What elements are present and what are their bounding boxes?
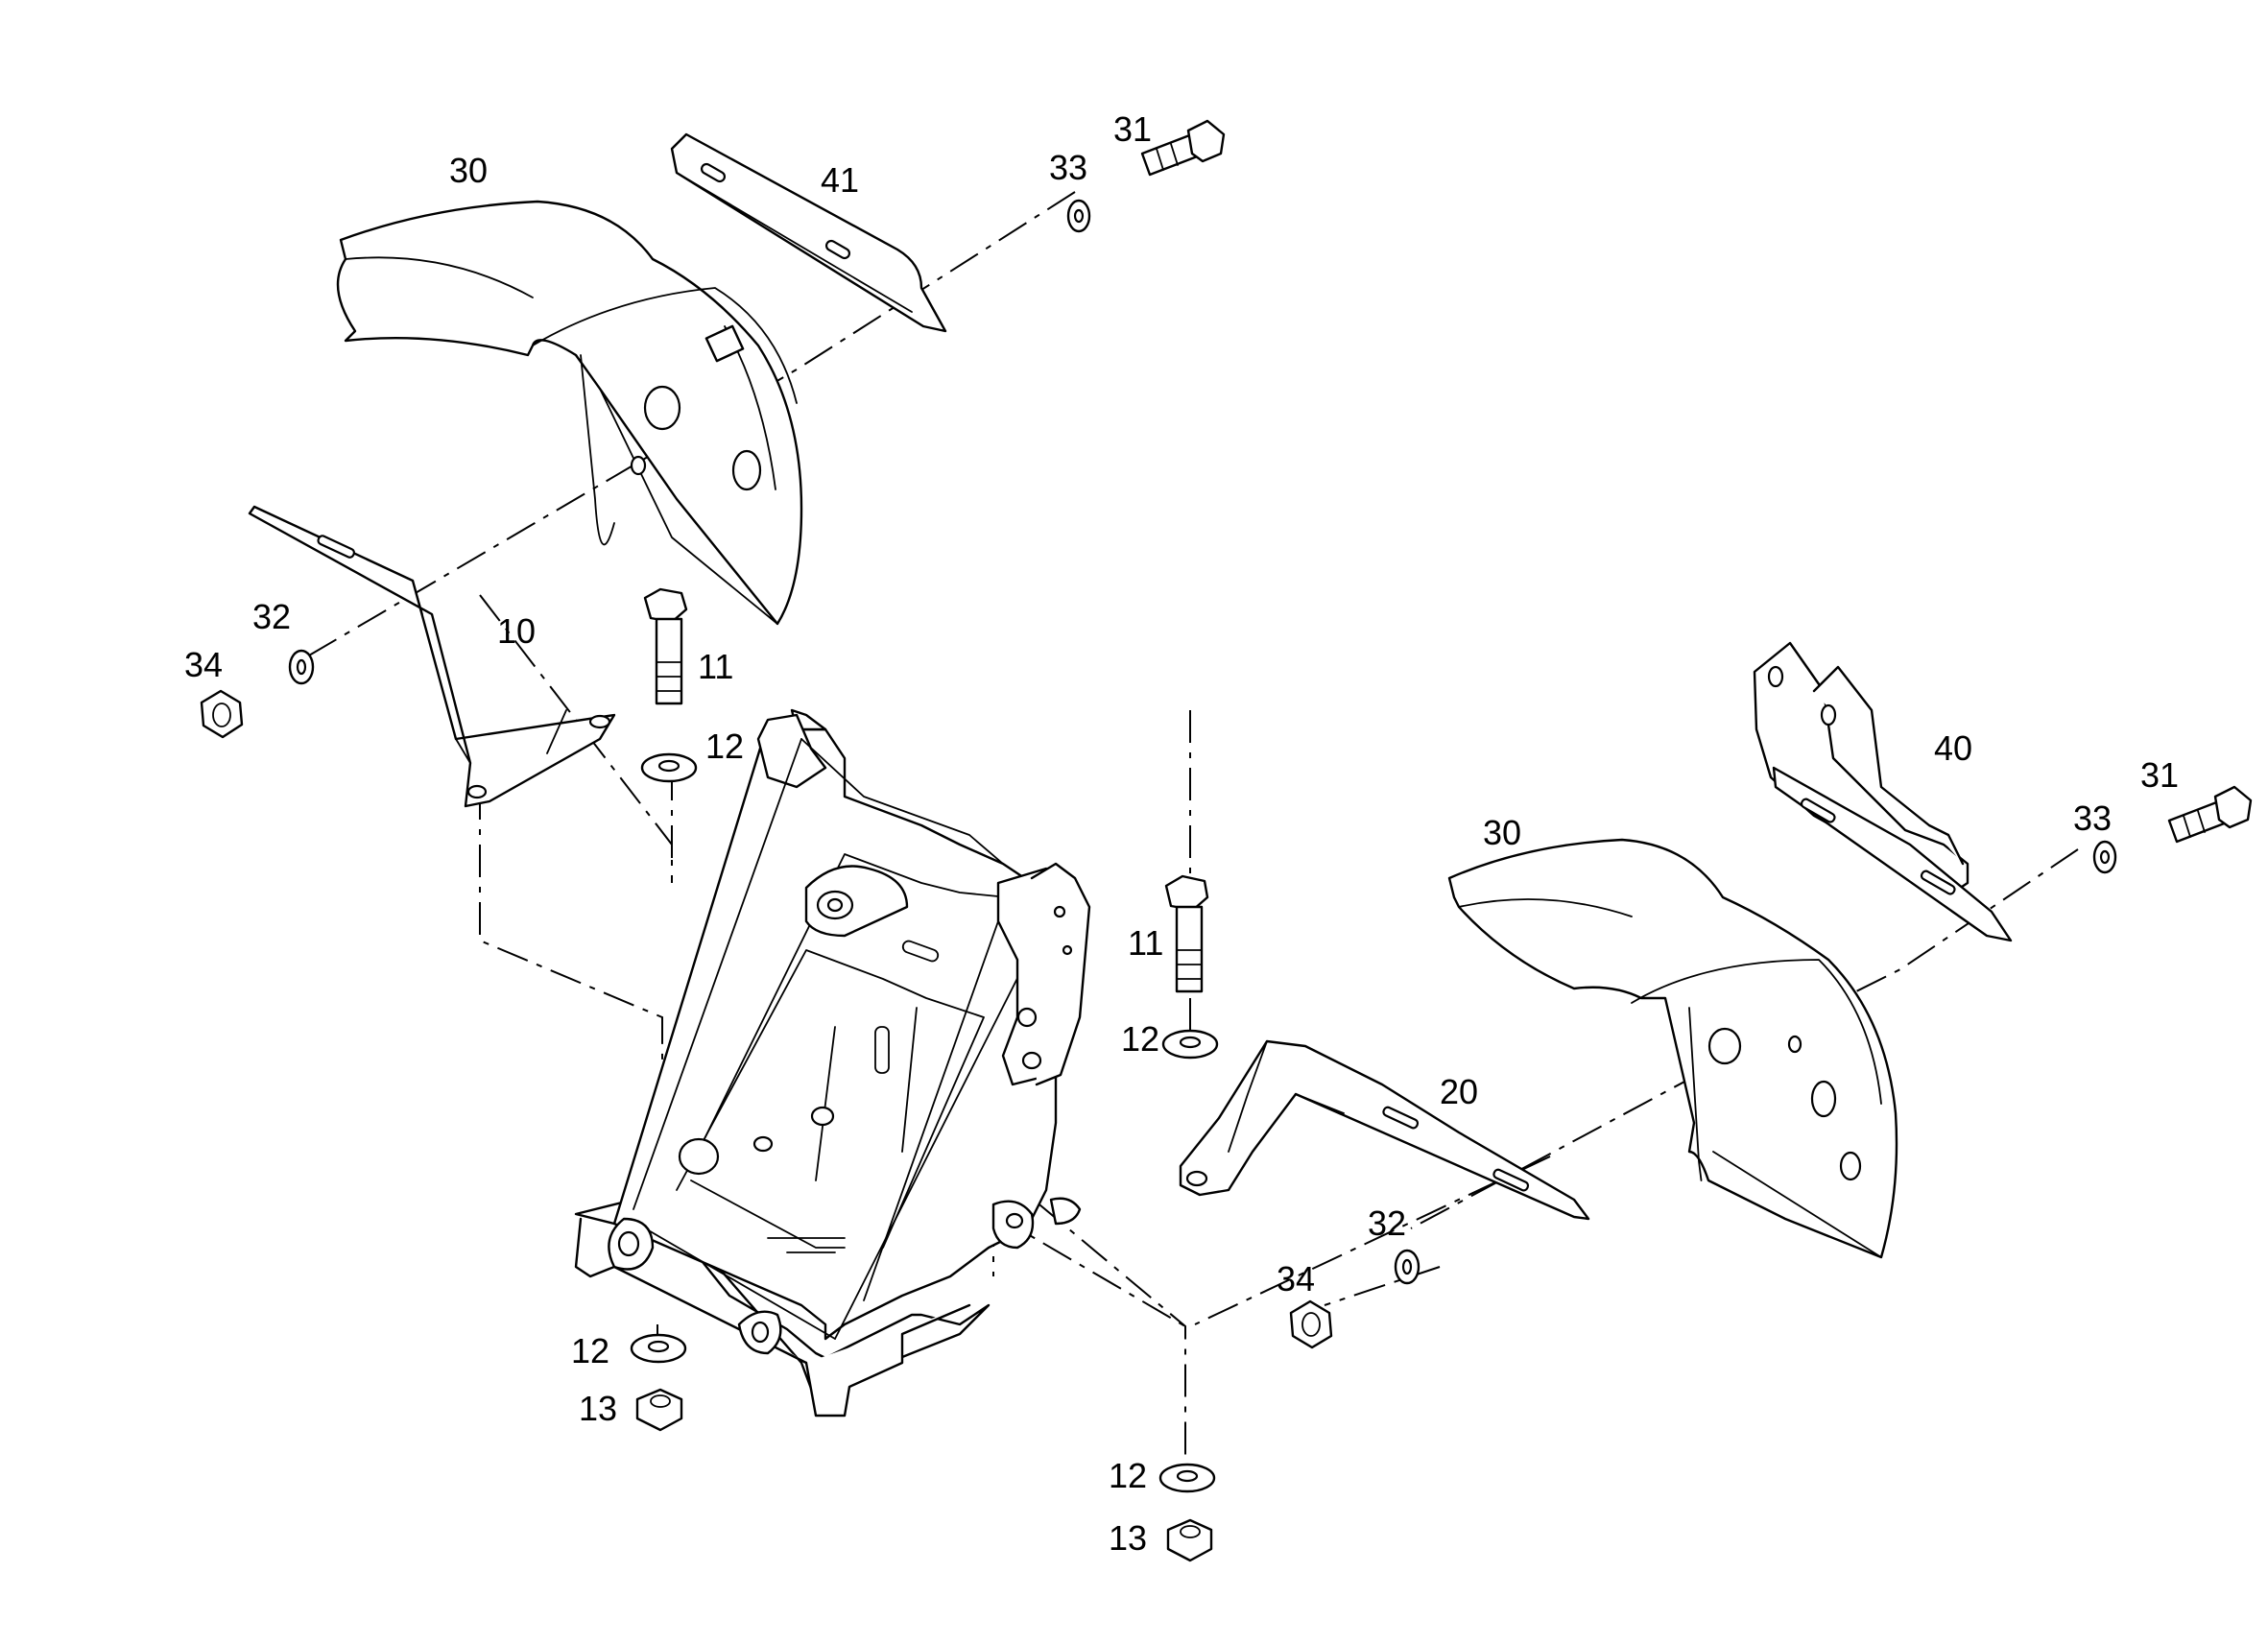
callout-31-top: 31 [1113, 109, 1152, 149]
callout-13-bottom: 13 [1109, 1518, 1147, 1558]
callout-labels: 30 41 33 31 10 32 34 11 12 12 13 11 12 1… [184, 109, 2179, 1558]
callout-32-left: 32 [252, 597, 291, 636]
callout-12-center: 12 [1121, 1019, 1159, 1059]
callout-11-left: 11 [698, 647, 733, 686]
bracket-10 [248, 505, 616, 808]
washer-32-left [288, 649, 315, 685]
callout-11-center: 11 [1128, 923, 1163, 963]
callout-32-right: 32 [1368, 1203, 1406, 1243]
callout-10: 10 [497, 611, 536, 651]
nut-34-right [1289, 1299, 1333, 1349]
washer-12-upper-left [640, 752, 698, 783]
callout-41: 41 [821, 160, 859, 200]
callout-40: 40 [1934, 728, 1972, 768]
bolt-31-top [1140, 119, 1226, 177]
callout-33-right: 33 [2073, 798, 2112, 838]
plate-41 [670, 132, 947, 333]
nut-34-left [200, 689, 244, 739]
nut-13-bottom [1166, 1518, 1213, 1562]
bolt-11-left [643, 587, 688, 705]
callout-13-lower-left: 13 [579, 1389, 617, 1428]
nut-13-lower-left [635, 1388, 683, 1432]
callout-12-bottom: 12 [1109, 1456, 1147, 1495]
washer-33-top [1066, 199, 1091, 233]
callout-12-upper-left: 12 [705, 727, 744, 766]
bolt-11-center [1164, 874, 1209, 993]
washer-12-lower-left [630, 1333, 687, 1364]
washer-12-bottom [1158, 1463, 1216, 1493]
callout-34-left: 34 [184, 645, 223, 684]
callout-34-right: 34 [1277, 1259, 1315, 1299]
callout-30-left: 30 [449, 151, 488, 190]
callout-20: 20 [1440, 1072, 1478, 1111]
washer-12-center [1161, 1029, 1219, 1060]
washer-33-right [2092, 840, 2117, 874]
callout-31-right: 31 [2140, 755, 2179, 795]
callout-12-lower-left: 12 [571, 1331, 609, 1370]
bolt-31-right [2167, 785, 2253, 844]
center-frame [574, 708, 1091, 1418]
fender-30-left [336, 200, 803, 626]
bracket-20 [1179, 1039, 1590, 1221]
callout-33-top: 33 [1049, 148, 1087, 187]
fender-30-right [1447, 838, 1898, 1259]
washer-32-right [1394, 1249, 1420, 1285]
plate-40 [1753, 641, 2013, 942]
callout-30-right: 30 [1483, 813, 1521, 852]
assembly-lines [297, 191, 2079, 1468]
